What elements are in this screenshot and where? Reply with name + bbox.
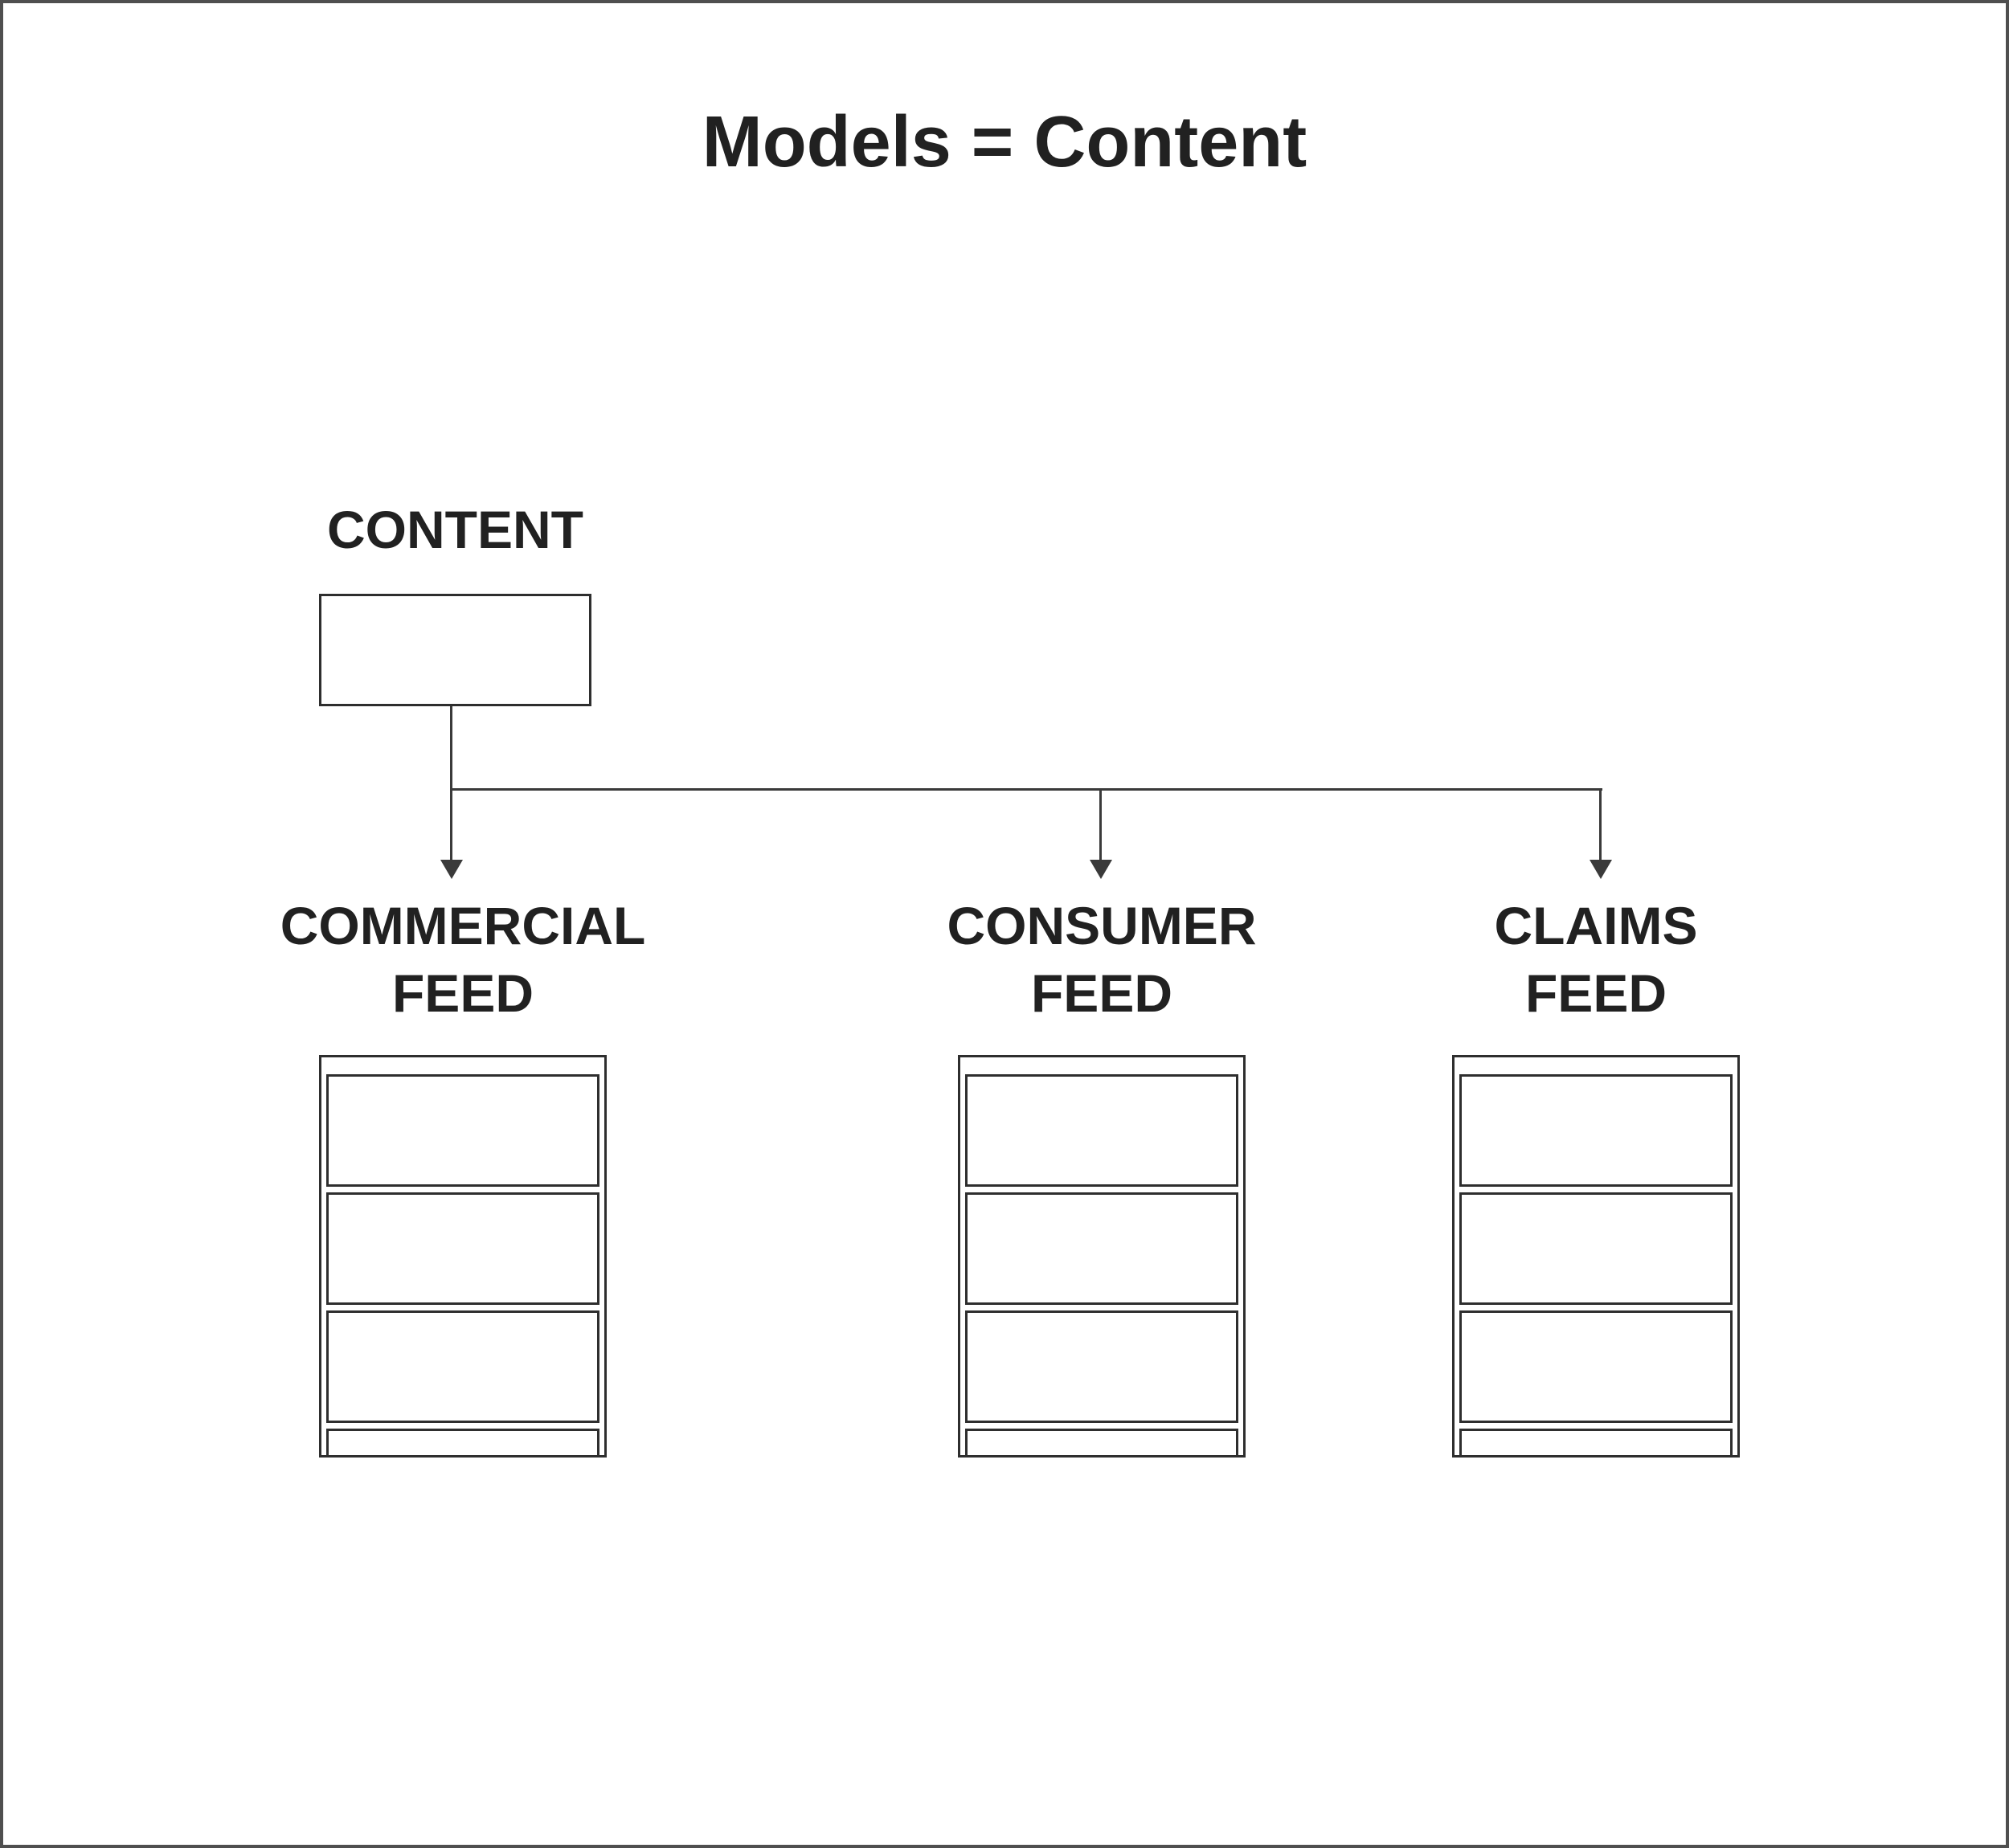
feed-card-partial — [1459, 1429, 1733, 1455]
connector-trunk-vertical — [450, 706, 452, 862]
feed-card — [965, 1074, 1238, 1187]
commercial-feed-stack — [319, 1055, 607, 1458]
claims-feed-label-line2: FEED — [1524, 963, 1667, 1023]
content-node-label: CONTENT — [327, 500, 583, 559]
claims-feed-stack — [1452, 1055, 1740, 1458]
claims-feed-label: CLAIMS FEED — [1355, 892, 1837, 1027]
connector-branch-right — [1599, 788, 1602, 862]
diagram-title: Models = Content — [702, 102, 1307, 182]
feed-card — [1459, 1192, 1733, 1305]
claims-feed-label-line1: CLAIMS — [1494, 896, 1698, 955]
commercial-feed-label-line2: FEED — [391, 963, 534, 1023]
feed-card — [326, 1310, 599, 1423]
feed-card — [1459, 1074, 1733, 1187]
feed-card-partial — [326, 1429, 599, 1455]
consumer-feed-label-line1: CONSUMER — [947, 896, 1257, 955]
arrow-down-icon — [1090, 860, 1112, 879]
content-node-box — [319, 594, 591, 706]
feed-card — [965, 1192, 1238, 1305]
feed-card — [965, 1310, 1238, 1423]
commercial-feed-label-line1: COMMERCIAL — [280, 896, 646, 955]
feed-card — [1459, 1310, 1733, 1423]
consumer-feed-label: CONSUMER FEED — [861, 892, 1343, 1027]
feed-card — [326, 1074, 599, 1187]
feed-card — [326, 1192, 599, 1305]
consumer-feed-stack — [958, 1055, 1246, 1458]
arrow-down-icon — [1590, 860, 1612, 879]
feed-card-partial — [965, 1429, 1238, 1455]
arrow-down-icon — [440, 860, 463, 879]
commercial-feed-label: COMMERCIAL FEED — [222, 892, 704, 1027]
connector-branch-middle — [1099, 790, 1102, 862]
connector-horizontal — [450, 788, 1602, 791]
consumer-feed-label-line2: FEED — [1030, 963, 1173, 1023]
